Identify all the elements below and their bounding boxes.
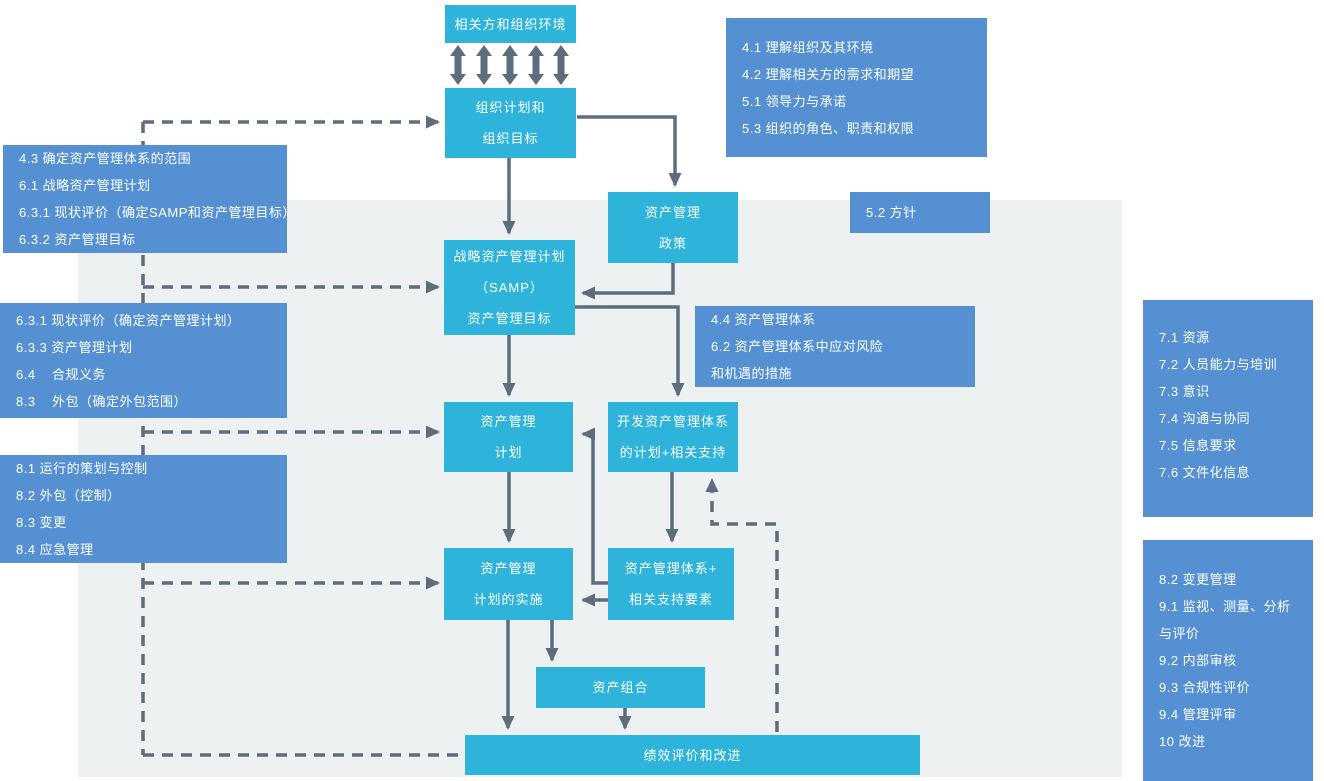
annotation-line: 8.1 运行的策划与控制 [16, 461, 148, 476]
annotation-line: 6.3.3 资产管理计划 [16, 339, 133, 355]
node-asset-management-plan: 资产管理 计划 [444, 402, 573, 472]
annotation-line: 7.4 沟通与协同 [1159, 411, 1251, 426]
node-label: 绩效评价和改进 [643, 747, 742, 763]
annotation-line: 9.2 内部审核 [1159, 653, 1237, 668]
node-label: 相关方和组织环境 [454, 16, 567, 32]
connector-systemsupport-to-amplan [581, 427, 608, 585]
node-label: 资产管理 [480, 414, 537, 429]
node-label: 战略资产管理计划 [453, 249, 566, 264]
node-label: 资产管理体系+ [624, 561, 718, 576]
node-label: 开发资产管理体系 [616, 414, 729, 429]
annotation-line: 10 改进 [1159, 734, 1206, 749]
node-stakeholders-environment: 相关方和组织环境 [445, 5, 576, 43]
annotation-line: 9.1 监视、测量、分析与评价 [1159, 599, 1291, 641]
annotation-line: 5.1 领导力与承诺 [742, 93, 847, 109]
node-develop-system-support: 开发资产管理体系 的计划+相关支持 [608, 402, 738, 472]
node-system-support-elements: 资产管理体系+ 相关支持要素 [608, 548, 734, 620]
environment-exchange-double-arrows [450, 45, 569, 85]
annotation-line: 5.2 方针 [866, 205, 917, 220]
node-label: 资产管理 [644, 204, 701, 220]
annotation-line: 6.3.2 资产管理目标 [19, 232, 136, 247]
connector-orgplan-to-policy [577, 115, 682, 187]
annotation-line: 7.5 信息要求 [1159, 438, 1237, 453]
annotation-policy-clause: 5.2 方针 [850, 192, 990, 233]
annotation-line: 4.3 确定资产管理体系的范围 [19, 151, 192, 166]
annotation-context-leadership: 4.1 理解组织及其环境 4.2 理解相关方的需求和期望 5.1 领导力与承诺 … [726, 18, 987, 157]
annotation-line: 9.4 管理评审 [1159, 707, 1237, 722]
node-label: 资产管理目标 [467, 311, 552, 326]
node-organization-plan-objectives: 组织计划和 组织目标 [445, 88, 576, 158]
annotation-line: 8.4 应急管理 [16, 542, 94, 557]
double-arrow-icon [528, 45, 544, 85]
annotation-line: 6.3.1 现状评价（确定资产管理计划） [16, 312, 241, 328]
annotation-scope-strategic-planning: 4.3 确定资产管理体系的范围 6.1 战略资产管理计划 6.3.1 现状评价（… [3, 145, 296, 253]
annotation-support-elements: 7.1 资源 7.2 人员能力与培训 7.3 意识 7.4 沟通与协同 7.5 … [1143, 300, 1313, 517]
annotation-am-planning: 6.3.1 现状评价（确定资产管理计划） 6.3.3 资产管理计划 6.4 合规… [0, 303, 287, 418]
node-label: 组织目标 [482, 131, 539, 146]
annotation-line: 和机遇的措施 [711, 366, 793, 381]
node-label: 相关支持要素 [628, 592, 713, 607]
node-label: 计划的实施 [473, 592, 544, 607]
node-plan-implementation: 资产管理 计划的实施 [444, 548, 573, 620]
node-label: 计划 [494, 445, 523, 460]
double-arrow-icon [502, 45, 518, 85]
annotation-system-risk-opportunity: 4.4 资产管理体系 6.2 资产管理体系中应对风险 和机遇的措施 [695, 306, 975, 387]
node-asset-portfolio: 资产组合 [536, 667, 705, 708]
node-label: 政策 [658, 235, 687, 251]
annotation-line: 9.3 合规性评价 [1159, 680, 1251, 695]
annotation-line: 7.3 意识 [1159, 384, 1210, 399]
node-samp-objectives: 战略资产管理计划 （SAMP） 资产管理目标 [444, 240, 575, 335]
annotation-line: 6.2 资产管理体系中应对风险 [711, 339, 884, 354]
annotation-line: 7.6 文件化信息 [1159, 465, 1251, 480]
node-label: 的计划+相关支持 [619, 445, 727, 460]
performance-to-develop-dashed [705, 478, 779, 732]
annotation-line: 4.4 资产管理体系 [711, 312, 816, 327]
annotation-line: 4.2 理解相关方的需求和期望 [742, 66, 915, 82]
annotation-line: 5.3 组织的角色、职责和权限 [742, 120, 915, 136]
annotation-line: 7.2 人员能力与培训 [1159, 357, 1278, 372]
annotation-operation-control: 8.1 运行的策划与控制 8.2 外包（控制） 8.3 变更 8.4 应急管理 [0, 455, 287, 563]
annotation-line: 6.3.1 现状评价（确定SAMP和资产管理目标） [19, 205, 296, 220]
annotation-line: 6.1 战略资产管理计划 [19, 178, 151, 193]
double-arrow-icon [476, 45, 492, 85]
annotation-evaluation-improvement: 8.2 变更管理 9.1 监视、测量、分析与评价 9.2 内部审核 9.3 合规… [1143, 540, 1313, 781]
node-label: （SAMP） [475, 280, 544, 295]
connector-samp-to-develop [575, 305, 685, 397]
node-asset-management-policy: 资产管理 政策 [608, 192, 738, 263]
node-performance-evaluation-improvement: 绩效评价和改进 [465, 735, 920, 775]
connector-policy-to-samp [581, 263, 675, 300]
annotation-line: 8.3 外包（确定外包范围） [16, 393, 188, 409]
node-label: 组织计划和 [475, 100, 546, 115]
double-arrow-icon [450, 45, 466, 85]
double-arrow-icon [553, 45, 569, 85]
annotation-line: 6.4 合规义务 [16, 366, 107, 382]
annotation-line: 8.2 变更管理 [1159, 572, 1237, 587]
annotation-line: 8.2 外包（控制） [16, 488, 121, 503]
node-label: 资产组合 [592, 680, 649, 695]
annotation-line: 8.3 变更 [16, 515, 67, 530]
annotation-line: 4.1 理解组织及其环境 [742, 39, 874, 55]
node-label: 资产管理 [480, 561, 537, 576]
annotation-line: 7.1 资源 [1159, 330, 1210, 345]
